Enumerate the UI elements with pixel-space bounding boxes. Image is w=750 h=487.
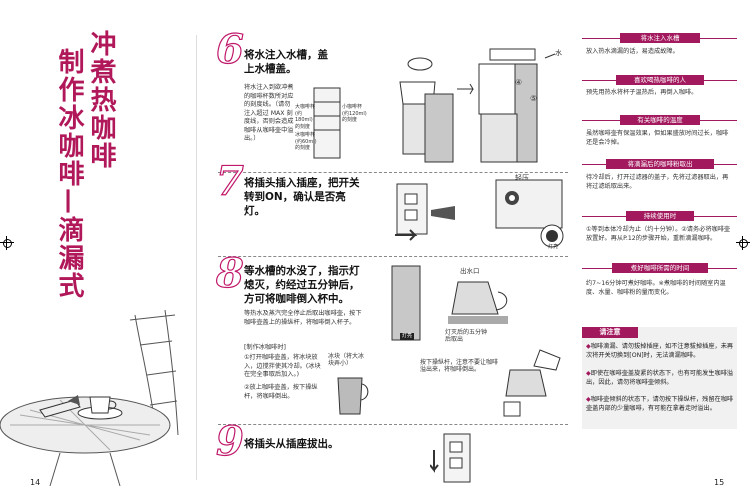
caution-item-3-text: 咖啡壶倾斜的状态下，请勿按下操纵杆，残留在咖啡壶盖内部的少量咖啡，有可能在拿着走…: [586, 396, 734, 412]
pouring-hand-figure: [503, 349, 561, 417]
sidebar-body-1: 放入热水滴漏的话，易造成故障。: [586, 48, 679, 55]
sidebar-head-3: 有关咖啡的温度: [620, 115, 700, 125]
crop-mark-left: [0, 236, 14, 250]
lamp-on-label-7: 灯亮: [548, 244, 559, 250]
divider-step-7: [218, 256, 568, 257]
power-switch-figure: [495, 179, 564, 248]
press-label: 轻压: [515, 174, 529, 182]
caution-item-3: ◆咖啡壶倾斜的状态下，请勿按下操纵杆，残留在咖啡壶盖内部的少量咖啡，有可能在拿着…: [586, 396, 734, 413]
pour-note: 按下操纵杆，注意不要让咖啡溢出来，将咖啡倒出。: [420, 359, 499, 373]
caution-heading: 请注意: [582, 327, 638, 338]
sidebar-body-6: 约7~16分钟可煮好咖啡。※煮咖啡的时间随室内温度、水量、咖啡粉的量而变化。: [586, 280, 726, 296]
outlet-spout-label: 出水口: [460, 267, 480, 275]
water-tank-scale-figure: [313, 87, 341, 159]
title-line-2: 制作冰咖啡—滴漏式: [54, 48, 84, 300]
page-number-left: 14: [30, 478, 41, 487]
scale-label-large-cup: 大咖啡杯(约180ml)的刻度: [295, 104, 316, 130]
step-6-number: 6: [215, 26, 244, 73]
ice-carafe-figure: [337, 377, 369, 415]
sidebar-body-2: 预先用热水将杯子温热后，再倒入咖啡。: [586, 89, 698, 96]
step-7-number: 7: [215, 158, 244, 205]
column-divider: [196, 35, 197, 480]
caution-box: [582, 327, 737, 429]
divider-step-8: [218, 424, 568, 425]
ice-cube-label: 冰块（将大冰块弄小）: [328, 353, 365, 367]
step-6-title: 将水注入水槽，盖上水槽盖。: [244, 49, 328, 75]
figure-marker-4: ④: [515, 78, 523, 87]
cafe-illustration: [0, 309, 179, 486]
figure-marker-5: ⑤: [530, 94, 538, 103]
step-9-title: 将插头从插座拔出。: [244, 438, 339, 450]
sidebar-head-5: 持续使用时: [626, 211, 694, 221]
ice-coffee-heading: [制作冰咖啡时]: [244, 344, 286, 351]
step-8-description: 等热水及蒸汽完全停止后取出咖啡壶，按下咖啡壶盖上的操纵杆，将咖啡倒入杯子。: [244, 310, 362, 326]
sidebar-head-4: 将滴漏后的咖啡粉取出: [606, 159, 714, 169]
coffee-maker-filling-figure: [399, 48, 556, 163]
step-7-title: 将插头插入插座，把开关转到ON，确认是否亮灯。: [244, 177, 360, 217]
page-number-right: 15: [714, 478, 725, 487]
sidebar-head-1: 将水注入水槽: [620, 33, 700, 43]
lamp-on-label-8: 灯亮: [400, 333, 415, 340]
ice-coffee-step-1: ①打开咖啡壶盖，将冰块放入，边搅拌使其冷却。(冰块在完全事取后加入。): [244, 354, 321, 378]
step-8-number: 8: [215, 250, 244, 297]
crop-mark-right: [736, 236, 750, 250]
caution-bullet-1: ◆: [586, 343, 591, 350]
plug-outlet-figure: [395, 183, 455, 241]
sidebar-body-3: 虽然咖啡壶有保温效果，但如果盛放时间过长，咖啡还是会冷掉。: [586, 130, 729, 146]
ice-coffee-step-2: ②放上咖啡壶盖，按下操纵杆，将咖啡倒出。: [244, 384, 318, 400]
sidebar-head-2: 喜欢喝热咖啡的人: [616, 75, 704, 85]
divider-step-6: [218, 172, 568, 173]
step-6-description: 将水注入到欲冲煮的咖啡杯数所对应的刻度线。（请勿注入超过 MAX 刻度线，否则会…: [244, 84, 294, 142]
sidebar-head-6: 煮好咖啡所需的时间: [612, 263, 708, 273]
scale-label-ice-cup: 冰咖啡杯(约60ml)的刻度: [295, 132, 317, 151]
carafe-pour-figure: [391, 265, 508, 341]
step-8-title: 等水槽的水没了，指示灯熄灭，约经过五分钟后，方可将咖啡倒入杯中。: [244, 265, 360, 305]
caution-item-1-text: 咖啡滴漏、请勿拔掉插座，如不注意拔掉插座，未再次将开关切换到[ON]时，无法滴漏…: [586, 343, 734, 359]
caution-item-2-text: 即使在咖啡壶盖旋紧的状态下，也有可能发生咖啡溢出，因此，请勿将咖啡壶倾斜。: [586, 370, 734, 386]
caution-bullet-2: ◆: [586, 370, 591, 377]
sidebar-body-5: ①等到本体冷却为止（约十分钟）。②请务必将咖啡壶放置好。再从P.12的步骤开始，…: [586, 226, 731, 242]
title-line-1: 冲煮热咖啡: [86, 30, 116, 170]
step-9-number: 9: [215, 418, 244, 465]
caution-bullet-3: ◆: [586, 396, 591, 403]
lamp-off-note: 灯灭后的五分钟后取出: [445, 329, 488, 343]
figure-water-label: 水: [555, 49, 562, 57]
sidebar-body-4: 待冷却后，打开过滤器的盖子，先将过滤器取出，再将过滤纸取出来。: [586, 174, 729, 190]
caution-item-1: ◆咖啡滴漏、请勿拔掉插座，如不注意拔掉插座，未再次将开关切换到[ON]时，无法滴…: [586, 343, 734, 360]
unplug-figure: [430, 433, 471, 483]
scale-label-small-cup: 小咖啡杯(约120ml)的刻度: [342, 104, 367, 123]
caution-item-2: ◆即使在咖啡壶盖旋紧的状态下，也有可能发生咖啡溢出，因此，请勿将咖啡壶倾斜。: [586, 370, 734, 387]
